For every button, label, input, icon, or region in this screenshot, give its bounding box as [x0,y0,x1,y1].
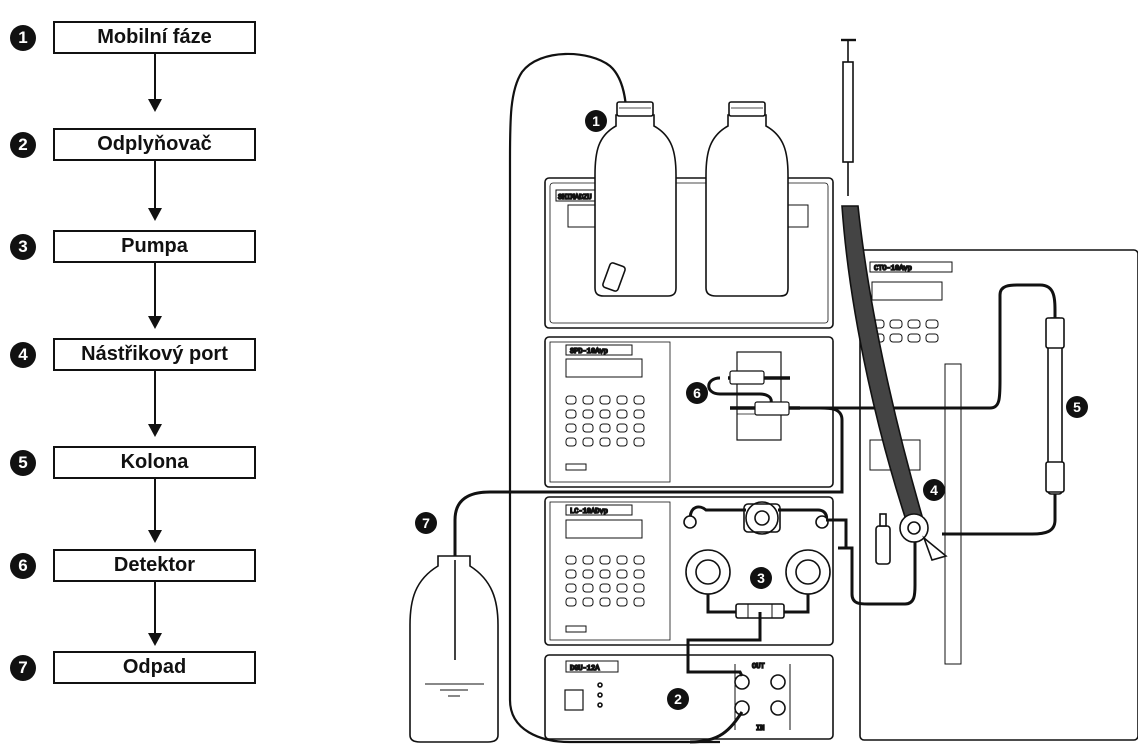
step-box-degasser: Odplyňovač [53,128,256,161]
waste-bottle [410,556,498,742]
solvent-bottle-a [595,115,676,296]
flow-arrow [154,54,156,110]
step-waste: 7 Odpad [0,651,300,695]
step-number-1: 1 [10,25,36,51]
step-box-pump: Pumpa [53,230,256,263]
callout-7: 7 [415,512,437,534]
degasser-in-label: IN [756,725,764,733]
svg-text:4: 4 [930,482,938,498]
svg-text:5: 5 [1073,399,1081,415]
callout-5: 5 [1066,396,1088,418]
step-box-injection-port: Nástřikový port [53,338,256,371]
step-number-6: 6 [10,553,36,579]
step-box-waste: Odpad [53,651,256,684]
pump-label: LC-10ADvp [570,508,608,516]
callout-1: 1 [585,110,607,132]
step-box-detector: Detektor [53,549,256,582]
step-box-column: Kolona [53,446,256,479]
step-degasser: 2 Odplyňovač [0,128,300,172]
column-oven-label: CTO-10Avp [874,265,912,273]
step-number-7: 7 [10,655,36,681]
needle-guide [842,206,922,520]
flow-arrow [154,263,156,327]
callout-4: 4 [923,479,945,501]
reservoir-tray-label: SHIMADZU [558,194,592,202]
hplc-apparatus-illustration: SHIMADZU SPD-10Avp LC-10ADvp [395,28,1138,747]
svg-text:2: 2 [674,691,682,707]
solvent-bottle-b [706,115,788,296]
step-number-4: 4 [10,342,36,368]
callout-2: 2 [667,688,689,710]
callout-3: 3 [750,567,772,589]
syringe-barrel [843,62,853,162]
step-box-mobile-phase: Mobilní fáze [53,21,256,54]
step-mobile-phase: 1 Mobilní fáze [0,21,300,65]
flow-arrow [154,582,156,644]
step-pump: 3 Pumpa [0,230,300,274]
degasser-out-label: OUT [752,663,765,671]
svg-text:1: 1 [592,113,600,129]
callout-6: 6 [686,382,708,404]
flow-arrow [154,479,156,541]
svg-text:3: 3 [757,570,765,586]
step-number-5: 5 [10,450,36,476]
step-number-2: 2 [10,132,36,158]
detector-label: SPD-10Avp [570,348,608,356]
step-detector: 6 Detektor [0,549,300,593]
svg-text:7: 7 [422,515,430,531]
step-injection-port: 4 Nástřikový port [0,338,300,382]
flow-arrow [154,371,156,435]
svg-text:6: 6 [693,385,701,401]
degasser-label: DGU-12A [570,665,600,673]
flow-arrow [154,161,156,219]
step-number-3: 3 [10,234,36,260]
step-column: 5 Kolona [0,446,300,490]
flow-chart: 1 Mobilní fáze 2 Odplyňovač 3 Pumpa 4 Ná… [0,0,300,747]
